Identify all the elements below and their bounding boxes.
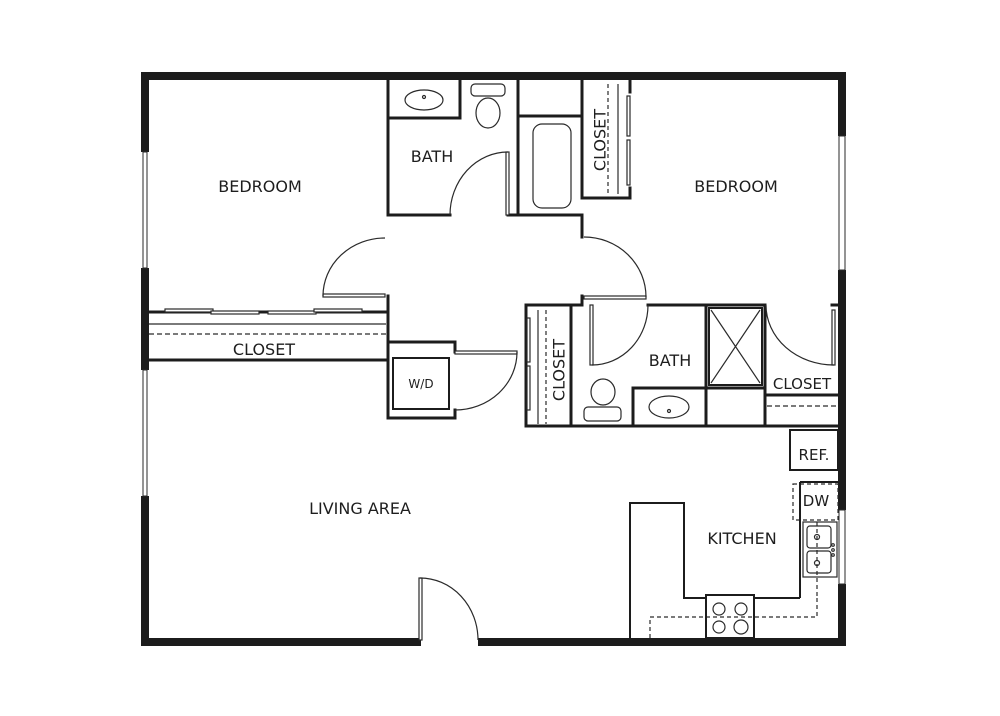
toilet-icon-2 (590, 378, 616, 406)
label-bedroom-left: BEDROOM (218, 177, 302, 196)
door-entry (418, 577, 423, 641)
label-closet-left: CLOSET (233, 340, 295, 359)
label-closet-right: CLOSET (773, 375, 832, 393)
washer-dryer-icon (392, 357, 450, 410)
door-swing-arc (322, 237, 386, 297)
fixtures (149, 83, 839, 639)
door-laundry (454, 350, 518, 355)
label-washer-dryer: W/D (408, 377, 433, 391)
toilet-tank-icon (470, 83, 506, 97)
door-swing-arc (765, 304, 835, 366)
toilet-tank-icon-2 (583, 406, 622, 422)
dishwasher-icon (792, 483, 839, 521)
range-icon (705, 594, 755, 639)
bathtub-icon (532, 123, 572, 209)
door-swing-arc (419, 577, 479, 641)
door-swing-arc (591, 304, 649, 366)
kitchen-sink-icon (802, 521, 838, 578)
label-bedroom-right: BEDROOM (694, 177, 778, 196)
toilet-icon (475, 97, 501, 129)
door-bath-mid (589, 304, 594, 366)
label-closet-mid: CLOSET (550, 339, 569, 401)
sink-icon (404, 89, 444, 111)
label-refrigerator: REF. (799, 446, 830, 464)
label-kitchen: KITCHEN (707, 529, 776, 548)
door-bedroom-left (322, 293, 386, 298)
shower-icon (708, 307, 763, 386)
door-bath-top (505, 151, 510, 216)
door-bedroom-right (583, 295, 647, 300)
door-swing-arc (454, 351, 518, 411)
label-closet-top: CLOSET (591, 109, 610, 171)
doors (322, 151, 835, 641)
label-bath-mid: BATH (649, 351, 691, 370)
label-dishwasher: DW (803, 492, 830, 510)
refrigerator-icon (789, 429, 839, 471)
label-living-area: LIVING AREA (309, 499, 411, 518)
exterior-walls (141, 72, 846, 646)
door-swing-arc (449, 151, 509, 216)
sink-icon-2 (648, 395, 690, 419)
label-bath-top: BATH (411, 147, 453, 166)
windows (142, 135, 846, 585)
door-swing-arc (583, 236, 647, 298)
